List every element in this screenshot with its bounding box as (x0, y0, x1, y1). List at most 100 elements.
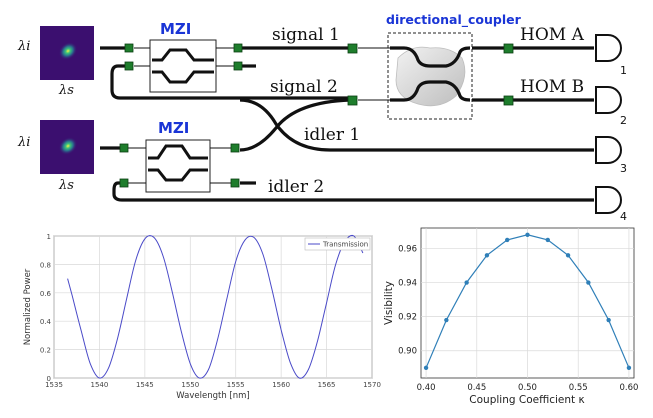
data-point (606, 317, 611, 323)
hom-a-label: HOM A (520, 25, 585, 45)
y-tick-label: 0.94 (398, 279, 417, 289)
port-mzi2-in2 (119, 178, 129, 188)
port-coupler-in2 (347, 95, 358, 106)
y-tick-label: 0.92 (398, 313, 417, 323)
mzi-top-label: MZI (160, 20, 191, 38)
visibility-y-ticks: 0.900.920.940.96 (398, 244, 417, 356)
detector-4-icon (595, 186, 622, 214)
detector-4-number: 4 (620, 210, 627, 223)
x-tick-label: 1540 (91, 381, 109, 389)
x-tick-label: 1545 (136, 381, 154, 389)
detector-4: 4 (595, 186, 627, 223)
coupler-body (395, 46, 466, 107)
x-tick-label: 1560 (272, 381, 290, 389)
port-mzi2-out2 (230, 178, 240, 188)
data-point (626, 365, 632, 370)
y-tick-label: 0.4 (40, 318, 52, 326)
visibility-y-axis-label: Visibility (383, 281, 395, 325)
detector-1-number: 1 (620, 64, 627, 77)
photonic-circuit-diagram: λi λs λi λs (17, 12, 627, 223)
data-point (565, 253, 571, 258)
x-tick-label: 1550 (181, 381, 199, 389)
x-tick-label: 0.55 (569, 383, 588, 393)
lambda-i-label-top: λi (17, 39, 30, 54)
port-coupler-in1 (347, 43, 358, 54)
mzi-top: MZI (134, 20, 236, 93)
data-point (444, 317, 449, 323)
detector-3-icon (595, 136, 622, 164)
x-tick-label: 1570 (363, 381, 381, 389)
waveguides (100, 46, 594, 202)
legend-label: Transmission (322, 241, 368, 249)
coupler-label: directional_coupler (386, 12, 522, 28)
legend-box (304, 237, 371, 251)
signal-1-label: signal 1 (272, 25, 340, 45)
y-tick-label: 0.6 (40, 290, 52, 298)
jsa-spot-bottom (58, 137, 78, 155)
detector-3-number: 3 (620, 162, 627, 175)
idler-2-label: idler 2 (268, 177, 324, 197)
data-point (423, 365, 429, 370)
photon-source-top: λi λs (17, 26, 94, 98)
data-point (525, 232, 530, 238)
photon-source-bottom: λi λs (17, 120, 94, 193)
jsa-spot-top (58, 42, 78, 60)
visibility-grid (421, 228, 634, 378)
data-point (586, 280, 591, 285)
detector-2: 2 (595, 86, 627, 127)
transmission-x-ticks: 1535 1540 1545 1550 1555 1560 1565 1570 (45, 381, 381, 389)
data-point (545, 237, 550, 243)
port-mzi1-in (124, 43, 134, 53)
ports (119, 43, 514, 188)
visibility-series-points (423, 232, 632, 370)
x-tick-label: 0.50 (518, 383, 537, 393)
mzi-bottom-box (145, 139, 211, 193)
y-tick-label: 0.2 (40, 347, 51, 355)
x-tick-label: 1535 (45, 381, 63, 389)
detector-1-icon (595, 34, 622, 62)
mzi-top-box (149, 39, 217, 93)
detector-1: 1 (595, 34, 627, 77)
lambda-i-label-bottom: λi (17, 135, 30, 150)
data-point (505, 237, 510, 243)
detector-2-number: 2 (620, 114, 627, 127)
port-mzi2-in (119, 143, 129, 153)
transmission-series-line (67, 234, 364, 379)
mzi-bottom-label: MZI (158, 119, 189, 137)
port-mzi1-out2 (233, 61, 243, 71)
x-tick-label: 0.60 (619, 383, 638, 393)
x-tick-label: 0.45 (467, 383, 486, 393)
port-coupler-out1 (503, 43, 514, 54)
port-mzi1-in2 (124, 61, 134, 71)
y-tick-label: 0.90 (398, 347, 417, 357)
port-mzi1-out1 (233, 43, 243, 53)
mzi-bottom: MZI (128, 119, 232, 193)
hom-b-label: HOM B (520, 77, 584, 97)
detector-2-icon (595, 86, 622, 114)
transmission-y-axis-label: Normalized Power (23, 268, 33, 345)
y-tick-label: 1 (47, 233, 51, 241)
transmission-x-axis-label: Wavelength [nm] (176, 391, 249, 401)
transmission-grid (53, 235, 373, 379)
port-coupler-out2 (503, 95, 514, 106)
y-tick-label: 0 (47, 375, 51, 383)
transmission-plot-area (53, 235, 373, 379)
directional-coupler: directional_coupler (358, 12, 522, 120)
visibility-x-ticks: 0.40 0.45 0.50 0.55 0.60 (417, 383, 639, 393)
x-tick-label: 1555 (227, 381, 245, 389)
signal-2-label: signal 2 (270, 77, 338, 97)
visibility-x-axis-label: Coupling Coefficient κ (469, 394, 584, 406)
idler-1-label: idler 1 (304, 125, 360, 145)
transmission-legend: Transmission (304, 237, 371, 251)
lambda-s-label-bottom: λs (58, 178, 74, 193)
transmission-y-ticks: 00.20.40.60.81 (40, 233, 52, 383)
x-tick-label: 1565 (318, 381, 336, 389)
detectors: 1 2 3 4 (595, 34, 627, 223)
detector-3: 3 (595, 136, 627, 175)
data-point (484, 253, 490, 258)
x-tick-label: 0.40 (417, 383, 436, 393)
lambda-s-label-top: λs (58, 83, 74, 98)
transmission-chart: 1535 1540 1545 1550 1555 1560 1565 1570 0 0.2 0.4… (23, 233, 381, 401)
